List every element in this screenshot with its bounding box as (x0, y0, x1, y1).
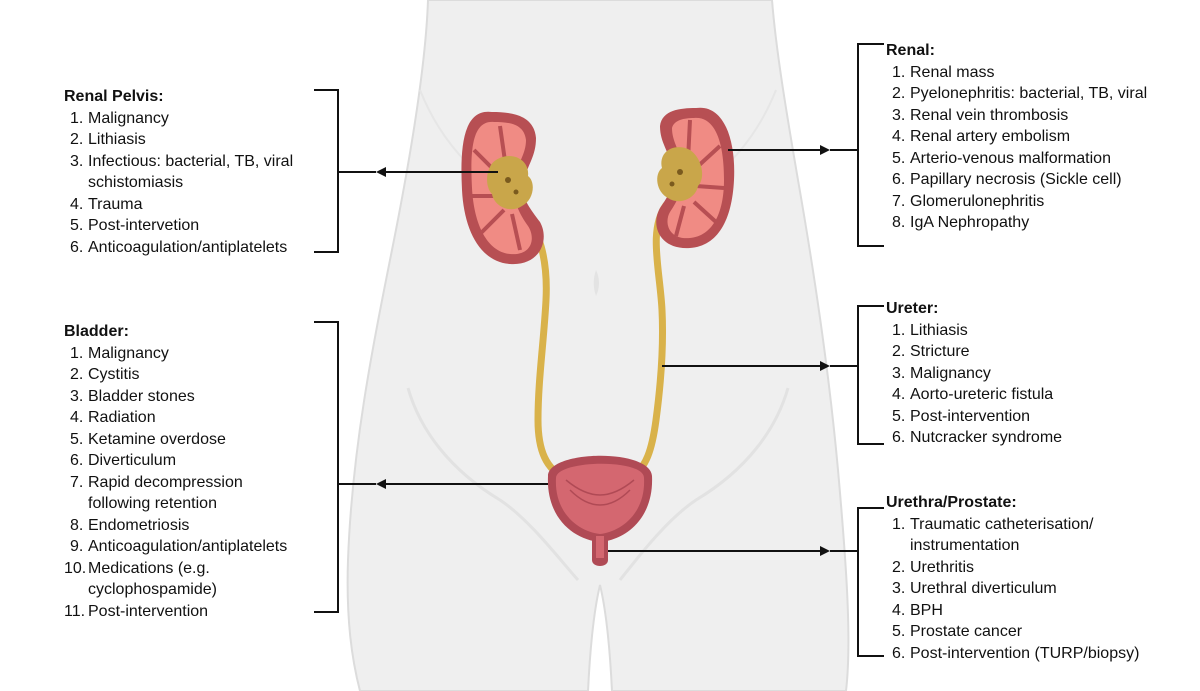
list-item: 5.Prostate cancer (892, 623, 1023, 640)
renal-panel: Renal: 1.Renal mass 2.Pyelonephritis: ba… (886, 40, 1186, 234)
list-item: 4.Trauma (70, 195, 143, 213)
left-kidney (461, 111, 544, 265)
right-ureter (628, 201, 670, 480)
left-renal-pelvis (487, 155, 533, 210)
list-item: 11.Post-intervention (64, 602, 209, 620)
ureter-bracket (830, 305, 884, 445)
list-item: 6.Papillary necrosis (Sickle cell) (892, 171, 1122, 188)
list-item: 5.Arterio-venous malformation (892, 149, 1111, 167)
list-item: 2.Stricture (892, 343, 970, 360)
list-item: 3.Infectious: bacterial, TB, viral schis… (70, 152, 294, 192)
bladder-arrowhead (376, 479, 386, 489)
list-item: 10.Medications (e.g. cyclophospamide) (64, 559, 217, 599)
renal-list: 1.Renal mass 2.Pyelonephritis: bacterial… (886, 62, 1186, 234)
list-item: 5.Ketamine overdose (70, 430, 226, 448)
urethra-prostate-title: Urethra/Prostate: (886, 494, 1017, 511)
list-item: 3.Urethral diverticulum (892, 580, 1057, 597)
list-item: 6.Anticoagulation/antiplatelets (70, 238, 288, 256)
list-item: 2.Cystitis (70, 366, 140, 383)
list-item: 8.Endometriosis (70, 516, 190, 534)
list-item: 5.Post-intervention (892, 407, 1031, 425)
right-kidney (656, 107, 735, 249)
renal-pelvis-list: 1.Malignancy 2.Lithiasis 3.Infectious: b… (64, 108, 314, 259)
list-item: 6.Diverticulum (70, 452, 177, 469)
list-item: 4.Renal artery embolism (892, 128, 1071, 145)
list-item: 4.BPH (892, 601, 943, 619)
list-item: 6.Nutcracker syndrome (892, 429, 1063, 446)
urethra-prostate-panel: Urethra/Prostate: 1.Traumatic catheteris… (886, 492, 1186, 664)
list-item: 7.Glomerulonephritis (892, 192, 1045, 210)
list-item: 1.Malignancy (70, 344, 169, 362)
bladder-organ (547, 455, 653, 566)
renal-pelvis-bracket (314, 89, 376, 253)
ureter-arrowhead (820, 361, 830, 371)
list-item: 1.Malignancy (70, 109, 169, 127)
ureter-list: 1.Lithiasis 2.Stricture 3.Malignancy 4.A… (886, 320, 1186, 449)
renal-title: Renal: (886, 42, 935, 59)
hip-line-left (406, 387, 580, 582)
list-item: 2.Pyelonephritis: bacterial, TB, viral (892, 85, 1148, 102)
hip-line-right (618, 387, 790, 581)
list-item: 3.Bladder stones (70, 387, 195, 405)
renal-pelvis-panel: Renal Pelvis: 1.Malignancy 2.Lithiasis 3… (64, 86, 314, 258)
torso-silhouette (346, 0, 850, 691)
bladder-title: Bladder: (64, 323, 129, 340)
list-item: 2.Lithiasis (70, 131, 146, 148)
urethra-bracket (830, 507, 884, 657)
ureter-title: Ureter: (886, 300, 939, 317)
list-item: 8.IgA Nephropathy (892, 214, 1030, 231)
list-item: 7.Rapid decompression following retentio… (70, 473, 243, 513)
list-item: 1.Renal mass (892, 63, 995, 81)
renal-bracket (830, 43, 884, 247)
renal-pelvis-title: Renal Pelvis: (64, 88, 164, 105)
renal-pelvis-arrowhead (376, 167, 386, 177)
bladder-panel: Bladder: 1.Malignancy 2.Cystitis 3.Bladd… (64, 321, 314, 622)
list-item: 4.Radiation (70, 409, 156, 426)
urethra-arrowhead (820, 546, 830, 556)
bladder-bracket (314, 321, 376, 613)
list-item: 6.Post-intervention (TURP/biopsy) (892, 644, 1140, 662)
list-item: 1.Lithiasis (892, 321, 968, 339)
ureter-panel: Ureter: 1.Lithiasis 2.Stricture 3.Malign… (886, 298, 1186, 449)
list-item: 3.Malignancy (892, 364, 991, 382)
list-item: 9.Anticoagulation/antiplatelets (70, 538, 288, 555)
bladder-list: 1.Malignancy 2.Cystitis 3.Bladder stones… (64, 343, 314, 623)
list-item: 3.Renal vein thrombosis (892, 106, 1069, 124)
urethra-prostate-list: 1.Traumatic catheterisation/ instrumenta… (886, 514, 1186, 665)
list-item: 2.Urethritis (892, 558, 975, 576)
navel (593, 270, 599, 296)
renal-arrowhead (820, 145, 830, 155)
list-item: 4.Aorto-ureteric fistula (892, 386, 1054, 403)
list-item: 1.Traumatic catheterisation/ instrumenta… (892, 515, 1094, 555)
list-item: 5.Post-intervetion (70, 217, 200, 234)
